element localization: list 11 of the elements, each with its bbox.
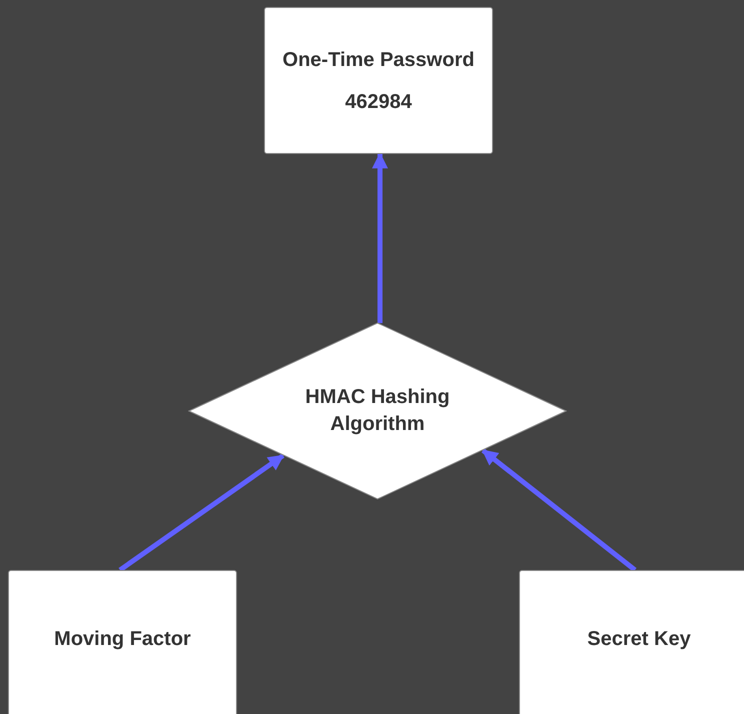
diamond-label: HMAC Hashing Algorithm	[304, 385, 451, 437]
box-label: One-Time Password	[282, 48, 474, 72]
process-box	[8, 570, 237, 714]
arrow	[481, 448, 637, 572]
box-label: Moving Factor	[54, 627, 191, 651]
process-box	[519, 570, 744, 714]
box-label: Secret Key	[587, 627, 691, 651]
box-label: 462984	[345, 90, 412, 114]
process-box	[264, 7, 493, 154]
arrow	[372, 152, 388, 324]
arrow	[118, 454, 284, 572]
